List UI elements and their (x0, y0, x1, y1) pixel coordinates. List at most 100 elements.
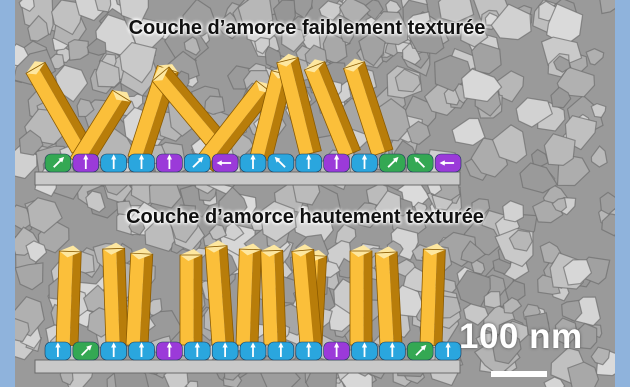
nanorod-face-light (420, 249, 437, 346)
nanorod (343, 58, 394, 157)
seed-grain (156, 153, 183, 173)
nanorod-face-dark (206, 89, 274, 172)
nanorod-face-dark (116, 248, 128, 345)
nanorod (25, 61, 92, 154)
nanorod-body (204, 240, 235, 346)
orientation-arrow-icon (53, 156, 65, 168)
nanorod-face-light (343, 64, 385, 156)
orientation-arrow-icon (274, 156, 286, 168)
nanorod-outline (303, 61, 361, 159)
sem-grain (590, 145, 608, 168)
nanorod (55, 245, 82, 347)
nanorod (179, 249, 203, 346)
sem-grain (413, 201, 428, 217)
seed-grain (72, 153, 100, 173)
sem-grain (254, 36, 271, 55)
nanorod-face-light (291, 250, 314, 345)
sem-grain (119, 41, 158, 84)
sem-grain (128, 218, 146, 236)
nanorod-body (179, 249, 203, 346)
sem-grain (182, 0, 218, 37)
nanorod-body (260, 244, 287, 346)
nanorod-face-light (126, 253, 145, 346)
orientation-arrow-icon (80, 344, 92, 356)
sem-grain (272, 0, 296, 27)
nanorod-face-light (304, 64, 353, 158)
sem-grain (54, 64, 89, 103)
seed-grain (406, 153, 434, 173)
seed-grain (156, 341, 183, 361)
nanorod-outline (276, 57, 322, 157)
sem-grain (318, 0, 341, 21)
title-weakly-textured: Couche d’amorce faiblement texturée (128, 17, 486, 39)
sem-grain (18, 129, 44, 156)
sem-grain (502, 200, 525, 223)
sem-grain (552, 55, 571, 73)
sem-grain (340, 28, 354, 45)
sem-grain (224, 221, 245, 242)
nanorod-body (55, 245, 82, 347)
sem-grain (599, 0, 615, 15)
sem-grain (470, 258, 486, 275)
sem-grain (561, 299, 583, 322)
sem-grain (460, 21, 489, 48)
sem-grain (554, 317, 578, 346)
nanorod-face-light (70, 90, 124, 166)
nanorod-face-light (196, 80, 268, 167)
sem-grain (259, 200, 297, 243)
sem-grain (76, 98, 95, 118)
sem-grain (406, 120, 431, 145)
nanorod-face-light (250, 70, 285, 160)
seed-grain (323, 341, 350, 361)
nanorod-face-light (56, 251, 73, 346)
seed-grain (267, 153, 295, 173)
sem-grain (483, 291, 502, 309)
seed-grain (128, 341, 155, 361)
sem-grain (556, 66, 596, 98)
sem-grain (27, 14, 50, 42)
sem-grain (116, 200, 134, 216)
seed-grain (239, 341, 267, 361)
orientation-arrow-icon (414, 156, 426, 168)
nanorod (125, 247, 154, 347)
sem-grain (551, 197, 568, 213)
nanorod (419, 243, 446, 347)
nanorod-face-dark (433, 249, 446, 346)
seed-grain (184, 153, 211, 173)
sem-grain (67, 38, 89, 61)
seed-grain (379, 341, 406, 361)
nanorod-outline (343, 61, 394, 157)
nanorod-face-light (180, 255, 194, 345)
sem-grain (599, 191, 615, 215)
seed-grain (351, 153, 378, 173)
nanorod-face-light (236, 249, 253, 346)
nanorod-face-dark (388, 251, 402, 345)
nanorod-body (419, 243, 446, 347)
orientation-arrow-icon (192, 156, 204, 168)
nanorod-body (303, 59, 361, 159)
nanorod (260, 244, 287, 346)
sem-grain (490, 3, 532, 41)
panel-weakly-textured (25, 53, 462, 186)
sem-grain (86, 37, 107, 56)
sem-grain (462, 303, 489, 326)
nanorod-face-light (276, 59, 314, 156)
sem-grain (437, 0, 475, 24)
nanorod-face-light (375, 252, 394, 345)
sem-grain (471, 198, 491, 217)
seed-grain (351, 341, 378, 361)
sem-grain (15, 317, 30, 343)
seed-grain (128, 153, 155, 173)
nanorod (291, 244, 323, 346)
substrate (34, 359, 461, 374)
nanorod-face-dark (249, 249, 262, 346)
nanorod-face-light (102, 248, 120, 345)
nanorod-face-dark (356, 61, 393, 152)
nanorod-body (235, 243, 262, 347)
seed-grain (239, 153, 267, 173)
nanorod (102, 242, 129, 346)
seed-grain (434, 153, 462, 173)
sem-grain (601, 213, 615, 237)
